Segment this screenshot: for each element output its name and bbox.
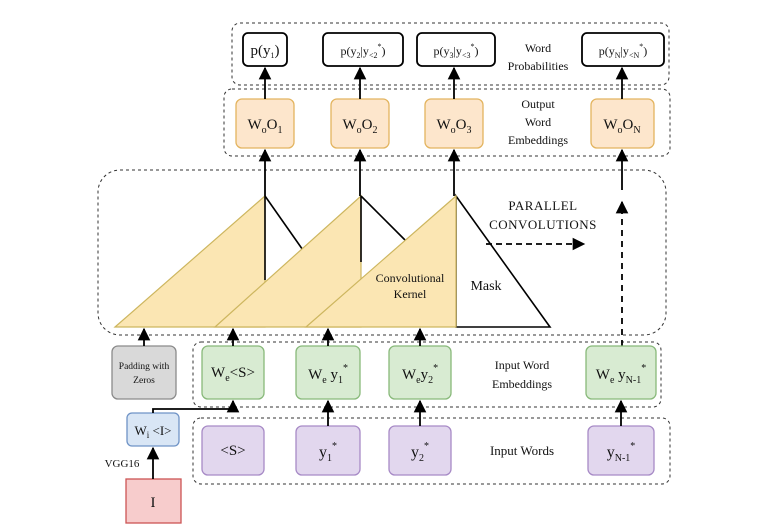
svg-text:WoO3: WoO3 [436,117,471,136]
output-embedding-box-3: WoO3 [424,98,484,149]
kernel-label-2: Kernel [394,287,427,301]
input-embedding-box-2: Wey2* [388,345,452,400]
output-embeddings-group [223,88,671,157]
output-embeddings-label-3: Embeddings [508,133,568,147]
input-embedding-box-n: We yN-1* [585,345,657,400]
svg-text:We y1*: We y1* [308,363,348,386]
kernel-label-1: Convolutional [376,271,445,285]
svg-text:y2*: y2* [411,441,429,464]
probability-box-3: p(y3|y<3*) [416,32,496,67]
input-embeddings-label-2: Embeddings [492,377,552,391]
svg-text:p(yN|y<N*): p(yN|y<N*) [599,42,647,60]
input-embeddings-label-1: Input Word [495,358,549,372]
svg-text:Wi <I>: Wi <I> [134,423,171,440]
input-words-group [192,417,671,485]
word-box-1: y1* [295,425,361,476]
word-box-2: y2* [388,425,452,476]
svg-text:WoON: WoON [603,117,640,136]
svg-text:Wey2*: Wey2* [402,363,438,386]
mask-triangle [455,193,552,328]
mask-edge-1 [264,195,306,254]
arrow-image-embed [152,399,240,413]
input-words-label: Input Words [490,443,554,458]
kernels [113,193,552,328]
word-probabilities-label: Word [525,41,551,55]
svg-text:y1*: y1* [319,441,337,464]
word-box-n: yN-1* [587,425,655,476]
input-embedding-box-1: We y1* [295,345,361,400]
output-embedding-box-n: WoON [590,98,655,149]
vgg16-label: VGG16 [105,458,140,470]
svg-text:I: I [151,495,156,511]
parallel-conv-title-1: PARALLEL [508,198,577,213]
image-input-box: I [125,478,182,524]
input-embeddings-group [192,341,662,408]
mask-edge-2 [360,195,406,241]
kernel-triangle-3 [304,194,457,328]
probability-box-n: p(yN|y<N*) [581,32,665,67]
convolutions-group [97,169,667,336]
output-embeddings-label-2: Word [525,115,551,129]
probability-box-1: p(y1) [242,32,288,67]
probability-box-2: p(y2|y<2*) [322,32,404,67]
input-embedding-box-s: We<S> [201,345,265,400]
svg-text:p(y2|y<2*): p(y2|y<2*) [341,42,386,60]
word-probabilities-label-2: Probabilities [508,59,569,73]
word-probabilities-group [231,22,670,86]
svg-text:Padding with: Padding with [119,362,170,372]
output-embedding-box-2: WoO2 [330,98,390,149]
svg-text:We<S>: We<S> [211,365,255,384]
image-embedding-box: Wi <I> [126,412,180,447]
svg-text:We yN-1*: We yN-1* [596,363,646,386]
svg-text:Zeros: Zeros [133,376,155,386]
padding-box: Padding with Zeros [111,345,177,400]
svg-text:p(y3|y<3*): p(y3|y<3*) [434,42,479,60]
svg-text:WoO2: WoO2 [342,117,377,136]
word-box-s: <S> [201,425,265,476]
parallel-conv-title-2: CONVOLUTIONS [489,217,597,232]
svg-text:yN-1*: yN-1* [607,441,636,464]
mask-label: Mask [470,279,501,294]
svg-text:<S>: <S> [220,443,245,459]
output-embeddings-label-1: Output [521,97,555,111]
svg-text:p(y1): p(y1) [251,43,280,60]
output-embedding-box-1: WoO1 [235,98,295,149]
svg-text:WoO1: WoO1 [247,117,282,136]
